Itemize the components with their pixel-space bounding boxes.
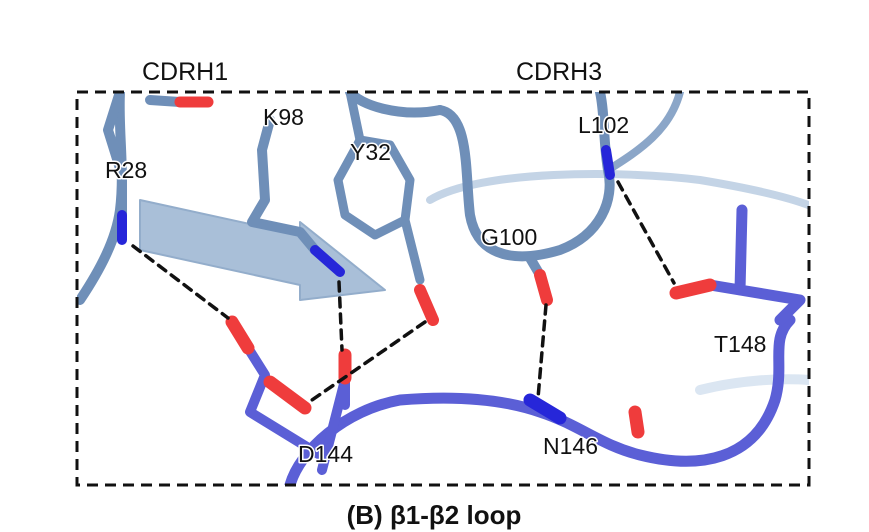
d144-oxygen-2 — [263, 375, 312, 415]
k98-nitrogen — [310, 245, 345, 277]
antigen-backbone — [284, 314, 796, 485]
y32-oxygen — [414, 284, 439, 326]
figure-caption: (B) β1-β2 loop — [347, 500, 522, 530]
g100-oxygen — [534, 269, 553, 306]
k98-sidechain — [247, 115, 320, 255]
hbond-l102-t148 — [616, 180, 676, 285]
header-cdrh1: CDRH1 — [142, 58, 228, 86]
label-n146: N146 — [543, 433, 598, 459]
hbond-y32-d144 — [310, 320, 427, 402]
header-cdrh3: CDRH3 — [516, 58, 602, 86]
y32-ring — [333, 135, 415, 240]
d144-oxygen-1 — [225, 315, 255, 355]
hbond-k98-d144 — [337, 280, 344, 352]
label-g100: G100 — [481, 224, 537, 250]
hydrogen-bonds — [131, 180, 676, 402]
background-ribbon — [426, 170, 809, 210]
label-y32: Y32 — [350, 139, 391, 165]
label-t148: T148 — [714, 331, 766, 357]
r28-sidechain — [103, 92, 127, 220]
t148-oxygen — [669, 278, 717, 300]
label-d144: D144 — [298, 441, 353, 467]
label-l102: L102 — [578, 112, 629, 138]
label-k98: K98 — [263, 104, 304, 130]
l102-nitrogen — [601, 145, 615, 180]
n146-nitrogen — [523, 393, 567, 425]
antibody-connector — [345, 92, 445, 118]
hbond-g100-n146 — [536, 303, 548, 400]
hbond-r28-d144 — [131, 244, 230, 320]
y32-stalk — [345, 92, 425, 285]
label-r28: R28 — [105, 157, 147, 183]
t148-sidechain — [704, 204, 806, 326]
region-box — [75, 90, 811, 487]
background-ribbon-right — [695, 374, 809, 395]
cdrh3-backbone-2 — [604, 92, 684, 174]
n146-oxygen — [628, 405, 645, 439]
cdrh1-backbone — [77, 92, 127, 305]
